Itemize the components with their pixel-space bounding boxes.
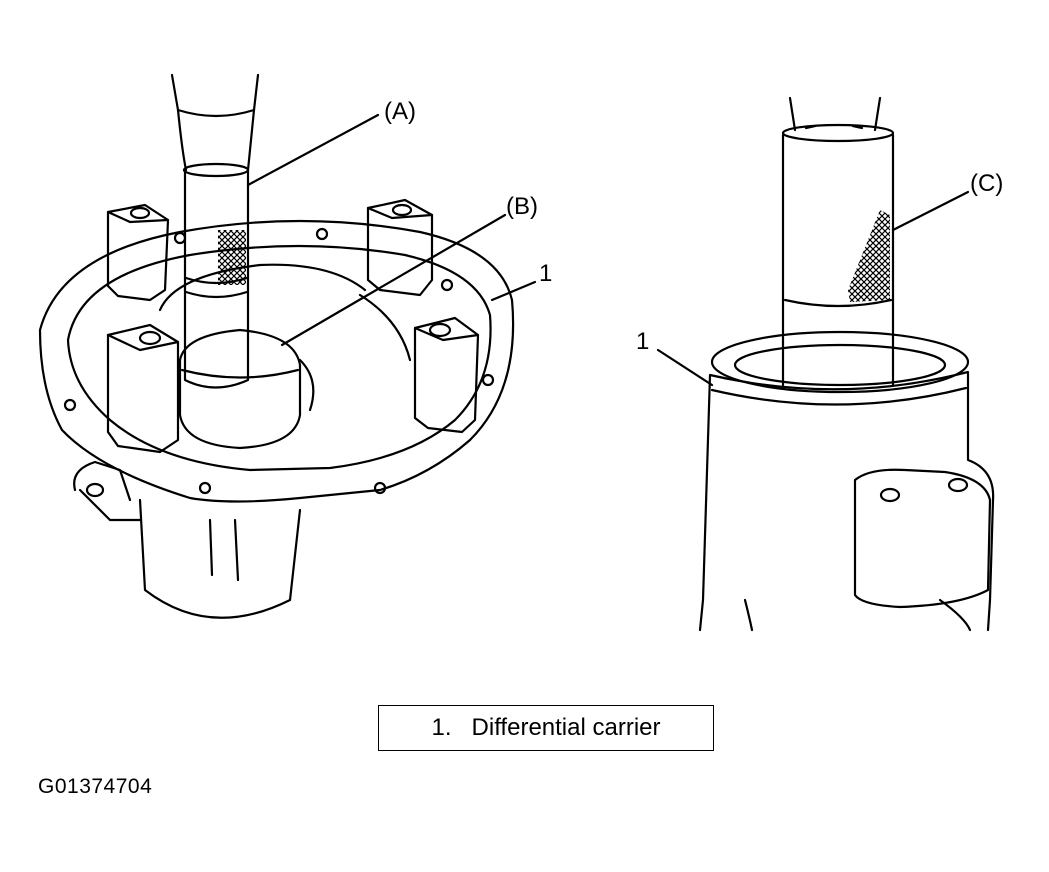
leader-b [280,213,507,347]
legend-box: 1. Differential carrier [378,705,714,751]
left-tool-b-base [178,328,302,450]
leader-1-left [490,280,537,302]
left-carrier-assembly [38,73,537,619]
left-boss-front-left [106,323,180,454]
right-carrier-assembly [656,96,995,632]
right-knurled-area [848,210,890,302]
leader-a [246,113,380,187]
figure-id: G01374704 [38,775,153,798]
callout-1-right-label: 1 [636,328,650,355]
leader-c [891,190,970,232]
callout-1-left-label: 1 [539,260,553,287]
leader-1-right [656,348,714,387]
legend-item-label: Differential carrier [471,714,661,741]
left-lower-housing [138,498,302,619]
right-tool-shaft [781,133,895,387]
callout-b-label: (B) [506,193,538,220]
right-side-boss [853,468,992,609]
left-outer-flange [38,219,515,503]
left-boss-rear-left [106,203,170,302]
right-housing-body [698,370,995,632]
left-boss-front-right [413,316,480,434]
left-boss-rear-right [366,198,434,297]
left-tool-a-handle [170,73,260,172]
right-housing-rim [710,330,970,394]
left-knurled-grip [218,230,246,285]
left-tool-a-shaft [183,168,250,389]
callout-a-label: (A) [384,98,416,125]
legend-item-number: 1. [431,714,452,741]
callout-c-label: (C) [970,170,1004,197]
